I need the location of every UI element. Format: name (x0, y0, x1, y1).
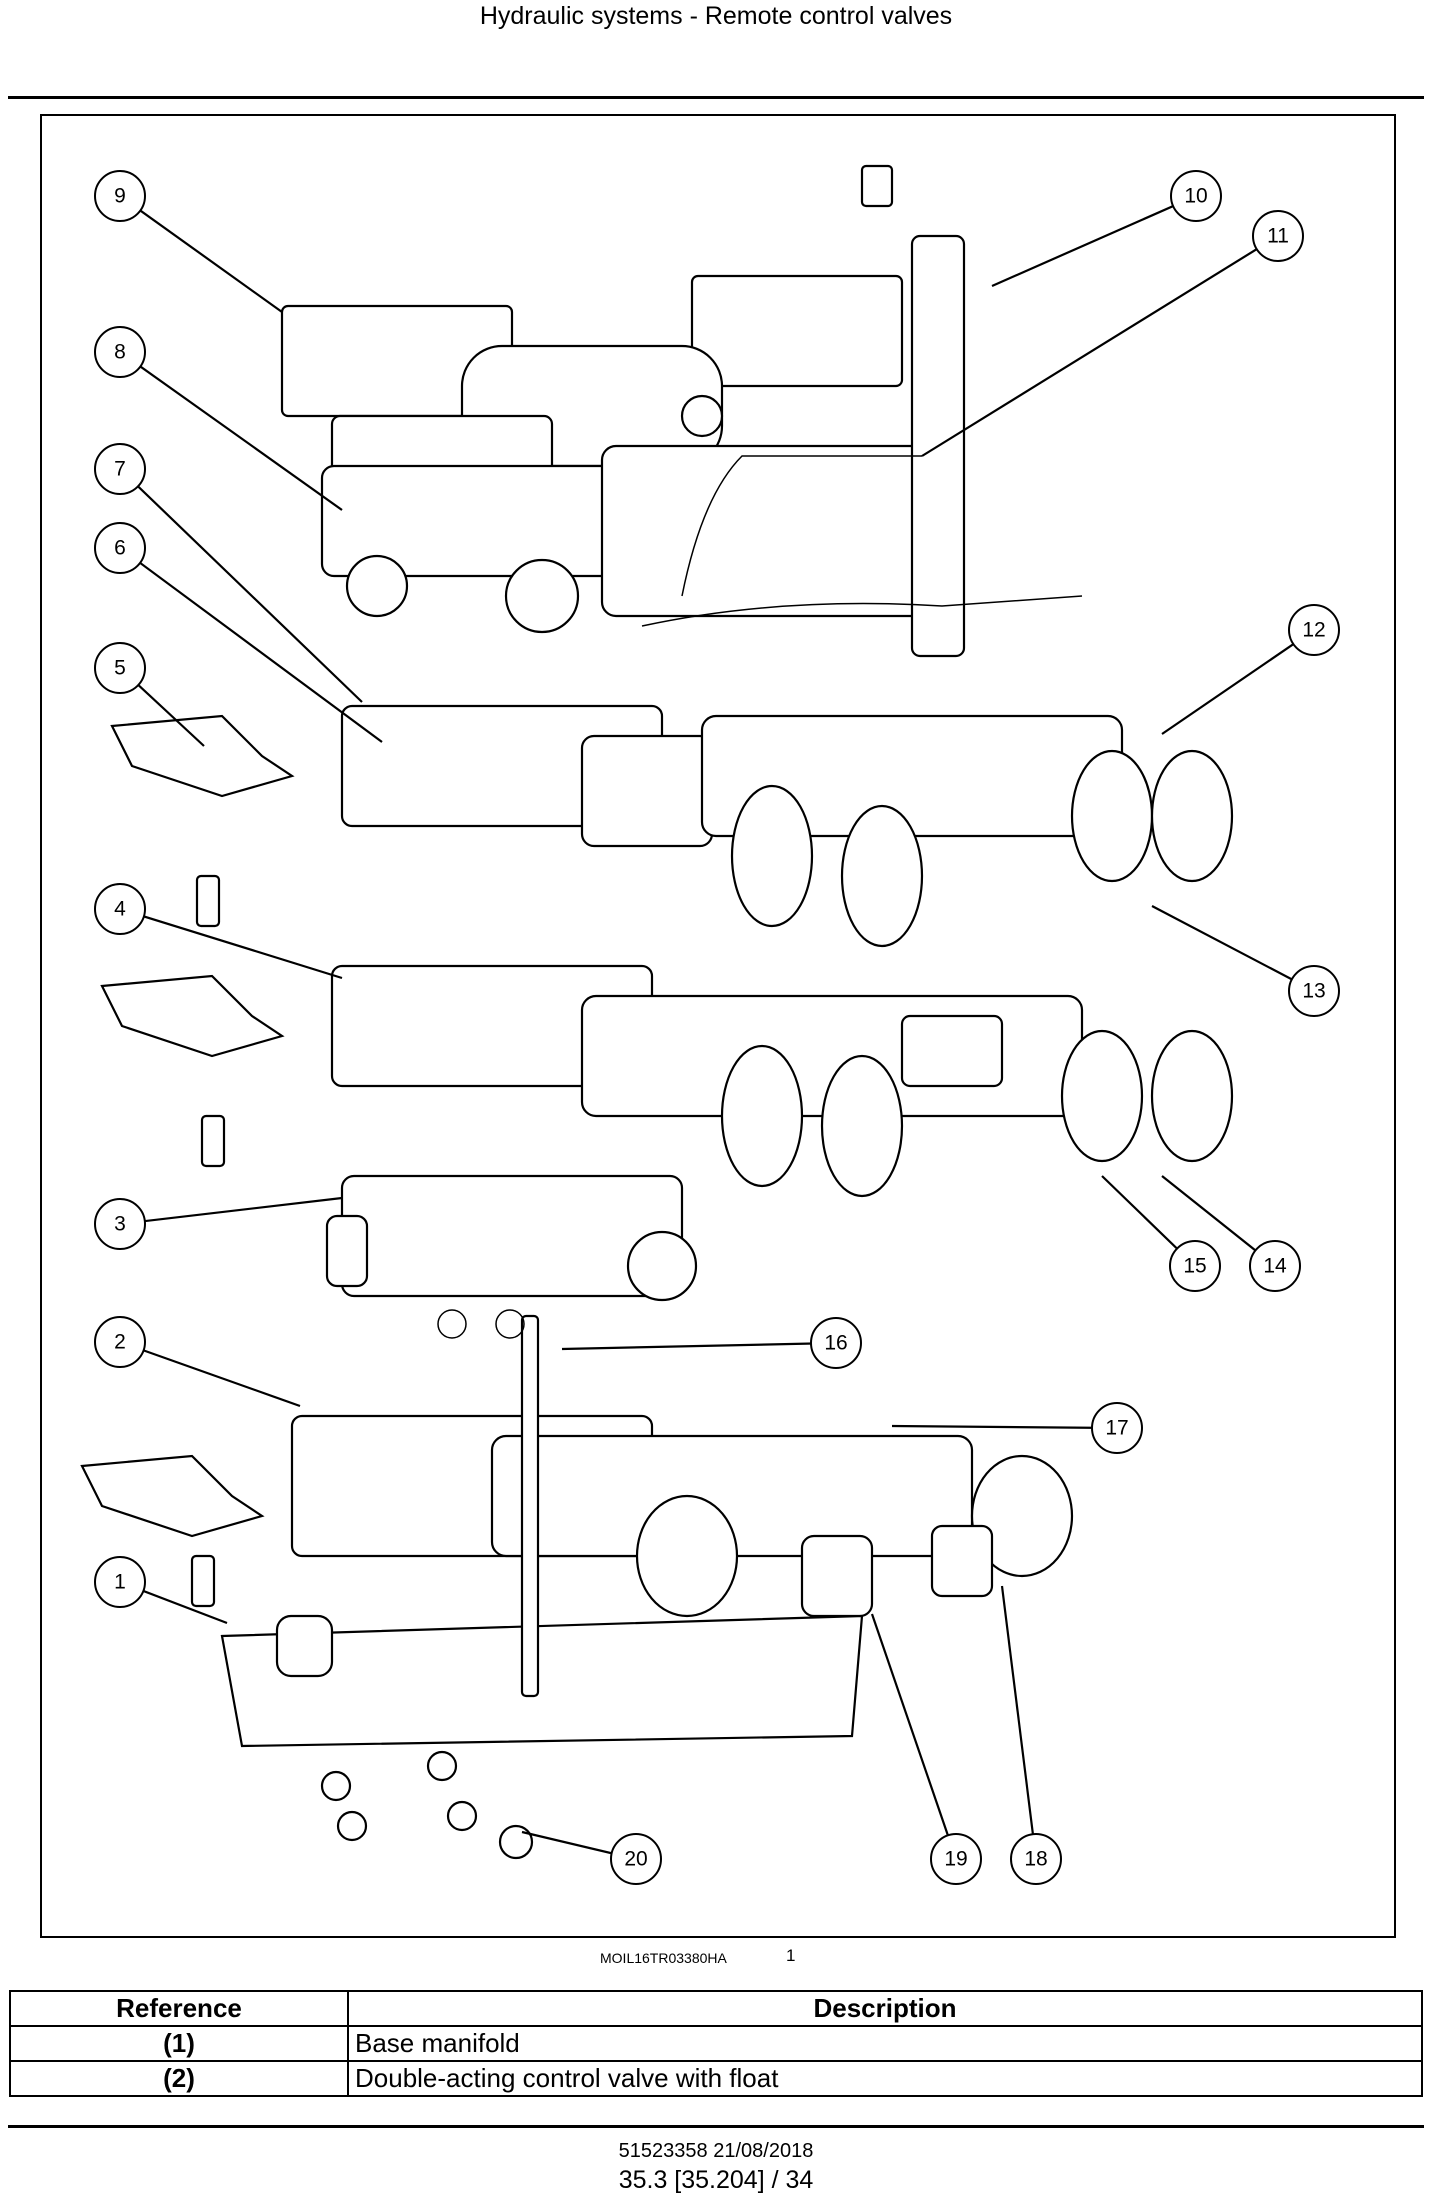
callout-label: 12 (1302, 619, 1325, 642)
description-cell: Base manifold (347, 2025, 1423, 2062)
callout-6: 6 (94, 522, 146, 574)
callout-11: 11 (1252, 210, 1304, 262)
upper-valve-section (110, 704, 1234, 948)
callout-leader-13 (1151, 905, 1315, 992)
callout-9: 9 (94, 170, 146, 222)
callout-leader-2 (119, 1340, 301, 1408)
reference-column-header: Reference (9, 1990, 349, 2027)
callout-3: 3 (94, 1198, 146, 1250)
page-title: Hydraulic systems - Remote control valve… (479, 2, 953, 30)
callout-leader-12 (1161, 629, 1315, 735)
callout-leader-8 (119, 351, 343, 511)
table-row: (1) Base manifold (9, 2025, 1423, 2062)
callout-label: 17 (1105, 1417, 1128, 1440)
table-row: (2) Double-acting control valve with flo… (9, 2060, 1423, 2097)
callout-leader-4 (119, 907, 343, 980)
callout-20: 20 (610, 1833, 662, 1885)
callout-label: 3 (114, 1213, 126, 1236)
callout-12: 12 (1288, 604, 1340, 656)
callout-label: 14 (1263, 1255, 1287, 1278)
footer-doc-code: 51523358 21/08/2018 (618, 2140, 814, 2162)
callout-label: 18 (1024, 1848, 1047, 1871)
callout-19: 19 (930, 1833, 982, 1885)
callout-label: 11 (1267, 225, 1289, 248)
callout-label: 19 (944, 1848, 967, 1871)
callout-8: 8 (94, 326, 146, 378)
callout-label: 9 (114, 185, 126, 208)
reference-table: Reference Description (1) Base manifold … (9, 1990, 1423, 2097)
callout-label: 13 (1302, 980, 1325, 1003)
table-header-row: Reference Description (9, 1990, 1423, 2027)
callout-label: 20 (624, 1848, 647, 1871)
callout-10: 10 (1170, 170, 1222, 222)
callout-13: 13 (1288, 965, 1340, 1017)
figure-number: 1 (786, 1946, 796, 1965)
description-cell: Double-acting control valve with float (347, 2060, 1423, 2097)
callout-label: 2 (114, 1331, 126, 1354)
callout-15: 15 (1169, 1240, 1221, 1292)
callout-label: 5 (114, 657, 126, 680)
callout-label: 8 (114, 341, 126, 364)
callout-leader-6 (119, 547, 383, 743)
footer-rule (8, 2125, 1424, 2128)
callout-14: 14 (1249, 1240, 1301, 1292)
callout-label: 4 (114, 898, 126, 921)
description-column-header: Description (347, 1990, 1423, 2027)
callout-leader-3 (119, 1196, 343, 1226)
reference-cell: (1) (9, 2025, 349, 2062)
callout-label: 6 (114, 537, 126, 560)
callout-18: 18 (1010, 1833, 1062, 1885)
header-rule (8, 96, 1424, 99)
top-valve-assembly (280, 164, 1083, 658)
footer-page-number: 35.3 [35.204] / 34 (618, 2166, 814, 2194)
callout-label: 16 (824, 1332, 847, 1355)
callout-4: 4 (94, 883, 146, 935)
figure-code: MOIL16TR03380HA (600, 1950, 727, 1966)
callout-17: 17 (1091, 1402, 1143, 1454)
callout-leader-11 (921, 235, 1279, 457)
callout-leader-19 (870, 1613, 958, 1860)
lower-valve-section (80, 1309, 1074, 1860)
callout-16: 16 (810, 1317, 862, 1369)
callout-leader-17 (891, 1424, 1118, 1430)
callout-2: 2 (94, 1316, 146, 1368)
callout-label: 15 (1183, 1255, 1206, 1278)
callout-leader-10 (991, 194, 1197, 288)
callout-5: 5 (94, 642, 146, 694)
callout-label: 1 (114, 1571, 126, 1594)
callout-leader-18 (1000, 1585, 1038, 1860)
callout-label: 7 (114, 458, 126, 481)
callout-label: 10 (1184, 185, 1207, 208)
callout-7: 7 (94, 443, 146, 495)
callout-leader-16 (561, 1341, 837, 1351)
callout-leader-9 (119, 195, 283, 313)
callout-leader-7 (119, 468, 363, 703)
callout-1: 1 (94, 1556, 146, 1608)
reference-cell: (2) (9, 2060, 349, 2097)
middle-valve-section (100, 964, 1234, 1302)
